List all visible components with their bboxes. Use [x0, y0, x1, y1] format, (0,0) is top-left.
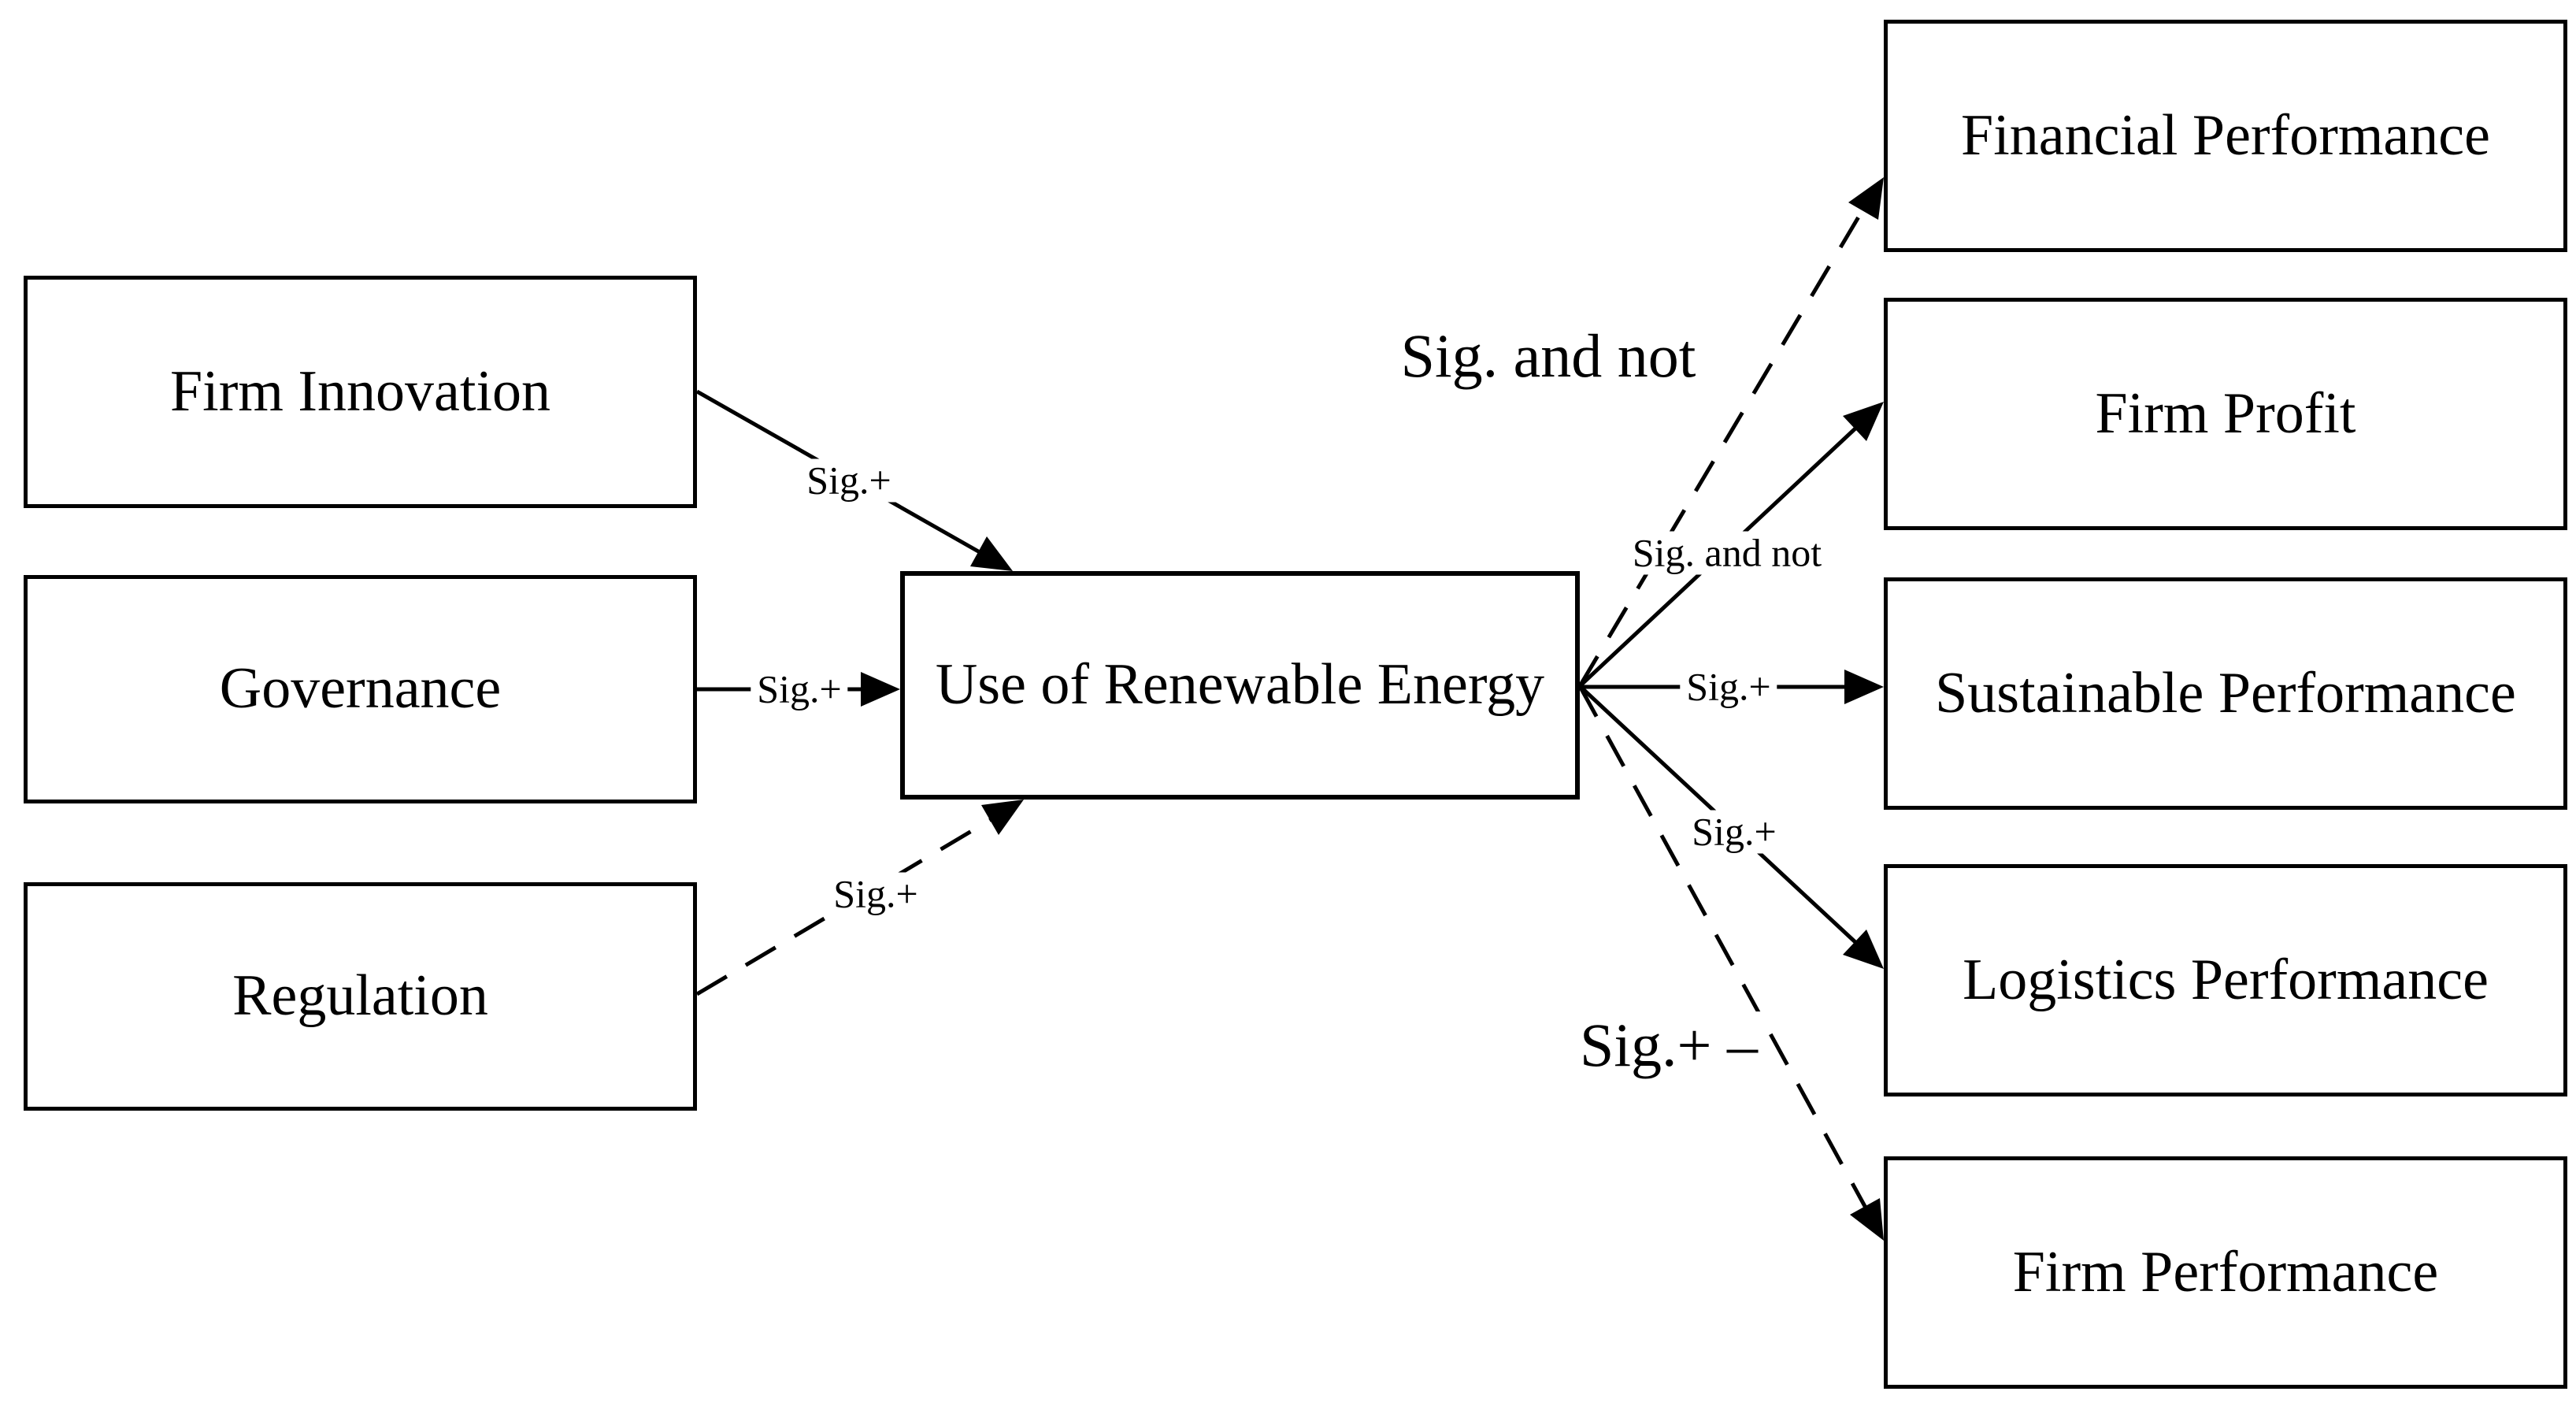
edge-label-governance: Sig.+	[751, 667, 848, 711]
box-firm-profit: Firm Profit	[1884, 298, 2567, 530]
box-logistics-performance-label: Logistics Performance	[1963, 947, 2489, 1012]
edge-label-profit: Sig. and not	[1625, 531, 1829, 575]
arrow-profit-head	[1843, 402, 1884, 441]
edge-label-financial: Sig. and not	[1394, 322, 1703, 390]
box-regulation: Regulation	[24, 882, 697, 1111]
box-firm-innovation: Firm Innovation	[24, 276, 697, 508]
arrow-firm-performance-line	[1577, 685, 1869, 1211]
box-financial-performance: Financial Performance	[1884, 20, 2567, 252]
arrow-logistics-head	[1843, 929, 1884, 969]
edge-label-sustainable: Sig.+	[1680, 665, 1777, 709]
box-firm-innovation-label: Firm Innovation	[169, 358, 551, 424]
box-regulation-label: Regulation	[232, 963, 488, 1029]
box-use-of-renewable-energy-label: Use of Renewable Energy	[935, 652, 1545, 718]
edge-label-innovation: Sig.+	[800, 458, 898, 503]
box-firm-performance: Firm Performance	[1884, 1156, 2567, 1389]
box-logistics-performance: Logistics Performance	[1884, 864, 2567, 1096]
box-firm-profit-label: Firm Profit	[2095, 380, 2356, 446]
box-firm-performance-label: Firm Performance	[2012, 1239, 2439, 1304]
edge-label-regulation: Sig.+	[827, 872, 925, 916]
arrow-financial-line	[1577, 205, 1867, 688]
arrow-regulation-head	[981, 800, 1024, 835]
arrow-financial-head	[1848, 177, 1884, 220]
arrow-firm-performance-head	[1850, 1198, 1884, 1241]
edge-label-firm-performance: Sig.+ –	[1573, 1011, 1765, 1079]
box-use-of-renewable-energy: Use of Renewable Energy	[900, 571, 1580, 800]
arrow-innovation-head	[970, 536, 1013, 571]
box-governance-label: Governance	[219, 656, 502, 722]
box-financial-performance-label: Financial Performance	[1961, 102, 2490, 168]
box-sustainable-performance: Sustainable Performance	[1884, 577, 2567, 810]
arrow-governance-head	[861, 672, 900, 707]
arrow-sustainable-head	[1844, 670, 1884, 704]
box-sustainable-performance-label: Sustainable Performance	[1935, 660, 2516, 725]
edge-label-logistics: Sig.+	[1685, 810, 1783, 854]
box-governance: Governance	[24, 575, 697, 803]
